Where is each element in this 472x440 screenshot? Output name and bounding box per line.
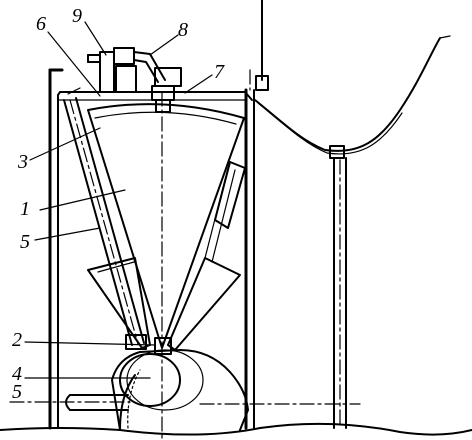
leader-lines bbox=[24, 21, 213, 379]
label-5-lower: 5 bbox=[12, 381, 22, 403]
lower-hub bbox=[9, 337, 249, 431]
ground bbox=[0, 403, 472, 436]
label-7: 7 bbox=[214, 61, 225, 83]
label-1: 1 bbox=[20, 198, 30, 220]
housing bbox=[48, 68, 255, 430]
top-mechanism bbox=[87, 47, 182, 113]
label-9: 9 bbox=[72, 5, 82, 27]
label-6: 6 bbox=[36, 13, 46, 35]
label-5-upper: 5 bbox=[20, 231, 30, 253]
label-8: 8 bbox=[178, 19, 188, 41]
fan-body bbox=[87, 91, 246, 440]
label-2: 2 bbox=[12, 329, 22, 351]
label-3: 3 bbox=[17, 151, 28, 173]
part-labels: 6 9 8 7 3 1 5 2 4 5 bbox=[12, 5, 225, 403]
oblique-rod bbox=[63, 97, 147, 350]
label-4: 4 bbox=[12, 363, 22, 385]
right-vessel bbox=[249, 0, 451, 429]
